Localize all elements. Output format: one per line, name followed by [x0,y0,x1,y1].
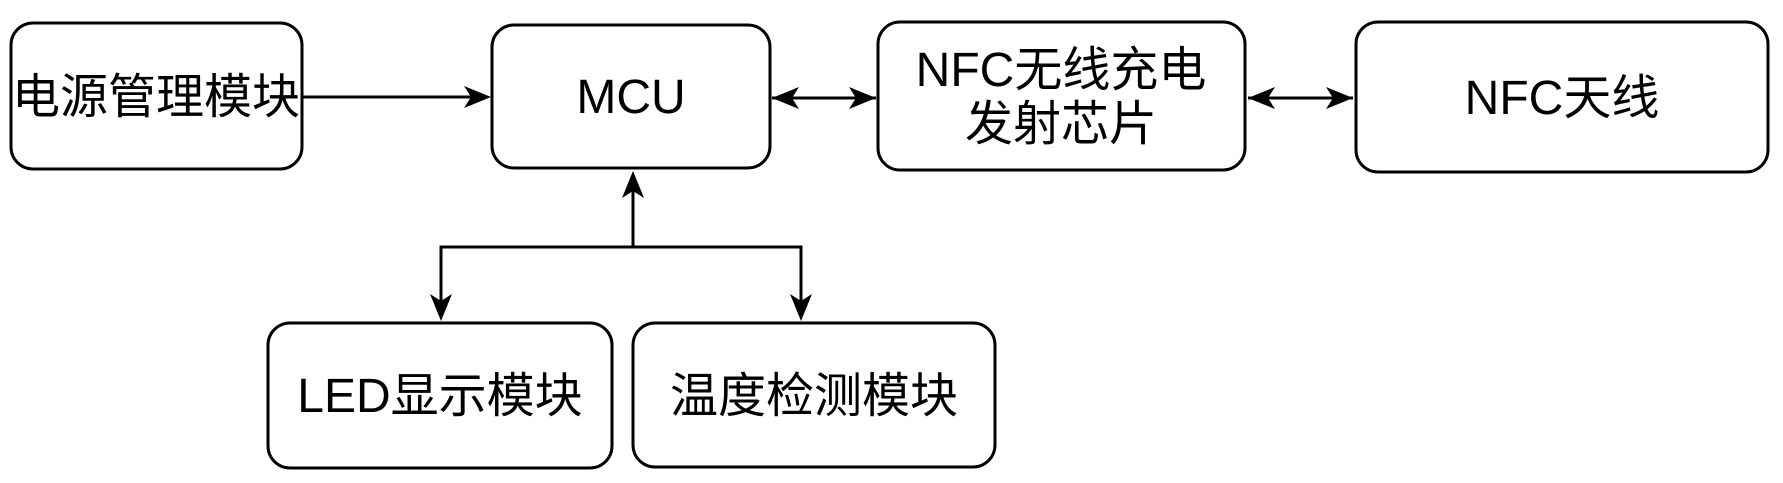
arrowhead-up-icon [622,171,644,198]
node-mcu: MCU [490,23,772,170]
node-nfc-charging-chip-box [876,20,1247,172]
node-mcu-label: MCU [576,71,685,124]
node-led-display-label: LED显示模块 [297,370,582,423]
node-led-display: LED显示模块 [266,321,614,470]
edge-nfc-chip-to-antenna [1248,87,1353,109]
arrowhead-right-icon [1326,87,1353,109]
node-nfc-antenna-label: NFC天线 [1465,72,1660,125]
arrowhead-right-icon [464,86,491,108]
arrowhead-down-icon [430,294,452,321]
edge-mcu-to-nfc-chip [772,87,876,109]
node-nfc-charging-chip: NFC无线充电 发射芯片 [876,20,1247,172]
node-nfc-charging-chip-label-line1: NFC无线充电 [916,44,1207,97]
node-nfc-antenna-box [1354,20,1770,174]
node-temperature-detection: 温度检测模块 [631,321,997,469]
node-power-management-box [9,21,304,171]
edge-power-to-mcu [303,86,491,108]
node-temperature-detection-box [631,321,997,469]
node-power-management-label: 电源管理模块 [12,71,300,124]
node-nfc-antenna: NFC天线 [1354,20,1770,174]
arrowhead-right-icon [849,87,876,109]
node-nfc-charging-chip-label-line2: 发射芯片 [965,98,1157,151]
arrowhead-left-icon [1248,87,1275,109]
edge-mcu-to-led-and-temp [430,171,812,321]
arrowhead-down-icon [790,294,812,321]
node-temperature-detection-label: 温度检测模块 [670,370,958,423]
arrowhead-left-icon [772,87,799,109]
node-led-display-box [266,321,614,470]
node-power-management: 电源管理模块 [9,21,304,171]
node-mcu-box [490,23,772,170]
